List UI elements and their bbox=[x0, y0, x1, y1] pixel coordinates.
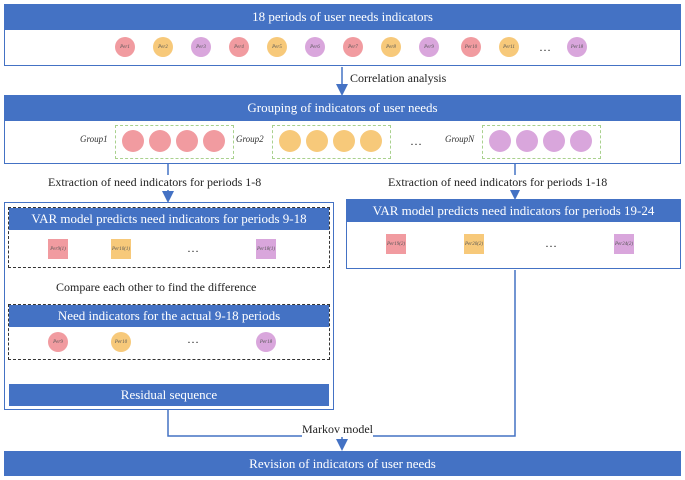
compare-label: Compare each other to find the differenc… bbox=[56, 280, 257, 294]
correlation-label: Correlation analysis bbox=[350, 71, 447, 86]
var-left-title: VAR model predicts need indicators for p… bbox=[9, 208, 329, 230]
group2-item bbox=[306, 130, 328, 152]
actual-item-per10: Per10 bbox=[111, 332, 131, 352]
groupN-item bbox=[489, 130, 511, 152]
var-right-item-per20: Per20(2) bbox=[464, 234, 484, 254]
actual-title: Need indicators for the actual 9-18 peri… bbox=[9, 305, 329, 327]
groupN-item bbox=[516, 130, 538, 152]
group1-box bbox=[115, 125, 234, 159]
item-per4: Per4 bbox=[229, 37, 249, 57]
residual-title: Residual sequence bbox=[9, 384, 329, 406]
group2-label: Group2 bbox=[236, 134, 264, 144]
item-per6: Per6 bbox=[305, 37, 325, 57]
var-left-item-per18: Per18(1) bbox=[256, 239, 276, 259]
grouping-ellipsis: … bbox=[410, 134, 423, 148]
group1-item bbox=[149, 130, 171, 152]
item-per7: Per7 bbox=[343, 37, 363, 57]
var-right-title: VAR model predicts need indicators for p… bbox=[347, 200, 680, 222]
extraction-right-label: Extraction of need indicators for period… bbox=[388, 175, 608, 190]
item-per11: Per11 bbox=[499, 37, 519, 57]
group1-item bbox=[122, 130, 144, 152]
grouping-title: Grouping of indicators of user needs bbox=[4, 95, 681, 120]
var-right-item-per24: Per24(2) bbox=[614, 234, 634, 254]
extraction-left-label: Extraction of need indicators for period… bbox=[48, 175, 262, 190]
markov-label: Markov model bbox=[302, 422, 373, 437]
item-per8: Per8 bbox=[381, 37, 401, 57]
var-left-item-per10: Per10(1) bbox=[111, 239, 131, 259]
groupN-item bbox=[570, 130, 592, 152]
groupN-label: GroupN bbox=[445, 134, 475, 144]
group2-item bbox=[333, 130, 355, 152]
item-per3: Per3 bbox=[191, 37, 211, 57]
item-per18: Per18 bbox=[567, 37, 587, 57]
item-per9: Per9 bbox=[419, 37, 439, 57]
actual-item-per18: Per18 bbox=[256, 332, 276, 352]
group2-item bbox=[279, 130, 301, 152]
actual-ellipsis: … bbox=[187, 332, 200, 346]
group1-item bbox=[203, 130, 225, 152]
groupN-box bbox=[482, 125, 601, 159]
var-left-item-per9: Per9(1) bbox=[48, 239, 68, 259]
top-items-panel: Per1 Per2 Per3 Per4 Per5 Per6 Per7 Per8 … bbox=[4, 29, 681, 66]
groupN-item bbox=[543, 130, 565, 152]
top-title: 18 periods of user needs indicators bbox=[4, 4, 681, 29]
item-per5: Per5 bbox=[267, 37, 287, 57]
top-ellipsis: … bbox=[539, 40, 552, 54]
item-per2: Per2 bbox=[153, 37, 173, 57]
actual-item-per9: Per9 bbox=[48, 332, 68, 352]
item-per1: Per1 bbox=[115, 37, 135, 57]
var-right-item-per19: Per19(2) bbox=[386, 234, 406, 254]
var-left-ellipsis: … bbox=[187, 241, 200, 255]
item-per10: Per10 bbox=[461, 37, 481, 57]
group1-label: Group1 bbox=[80, 134, 108, 144]
group2-item bbox=[360, 130, 382, 152]
revision-title: Revision of indicators of user needs bbox=[4, 451, 681, 476]
group1-item bbox=[176, 130, 198, 152]
var-right-ellipsis: … bbox=[545, 236, 558, 250]
group2-box bbox=[272, 125, 391, 159]
